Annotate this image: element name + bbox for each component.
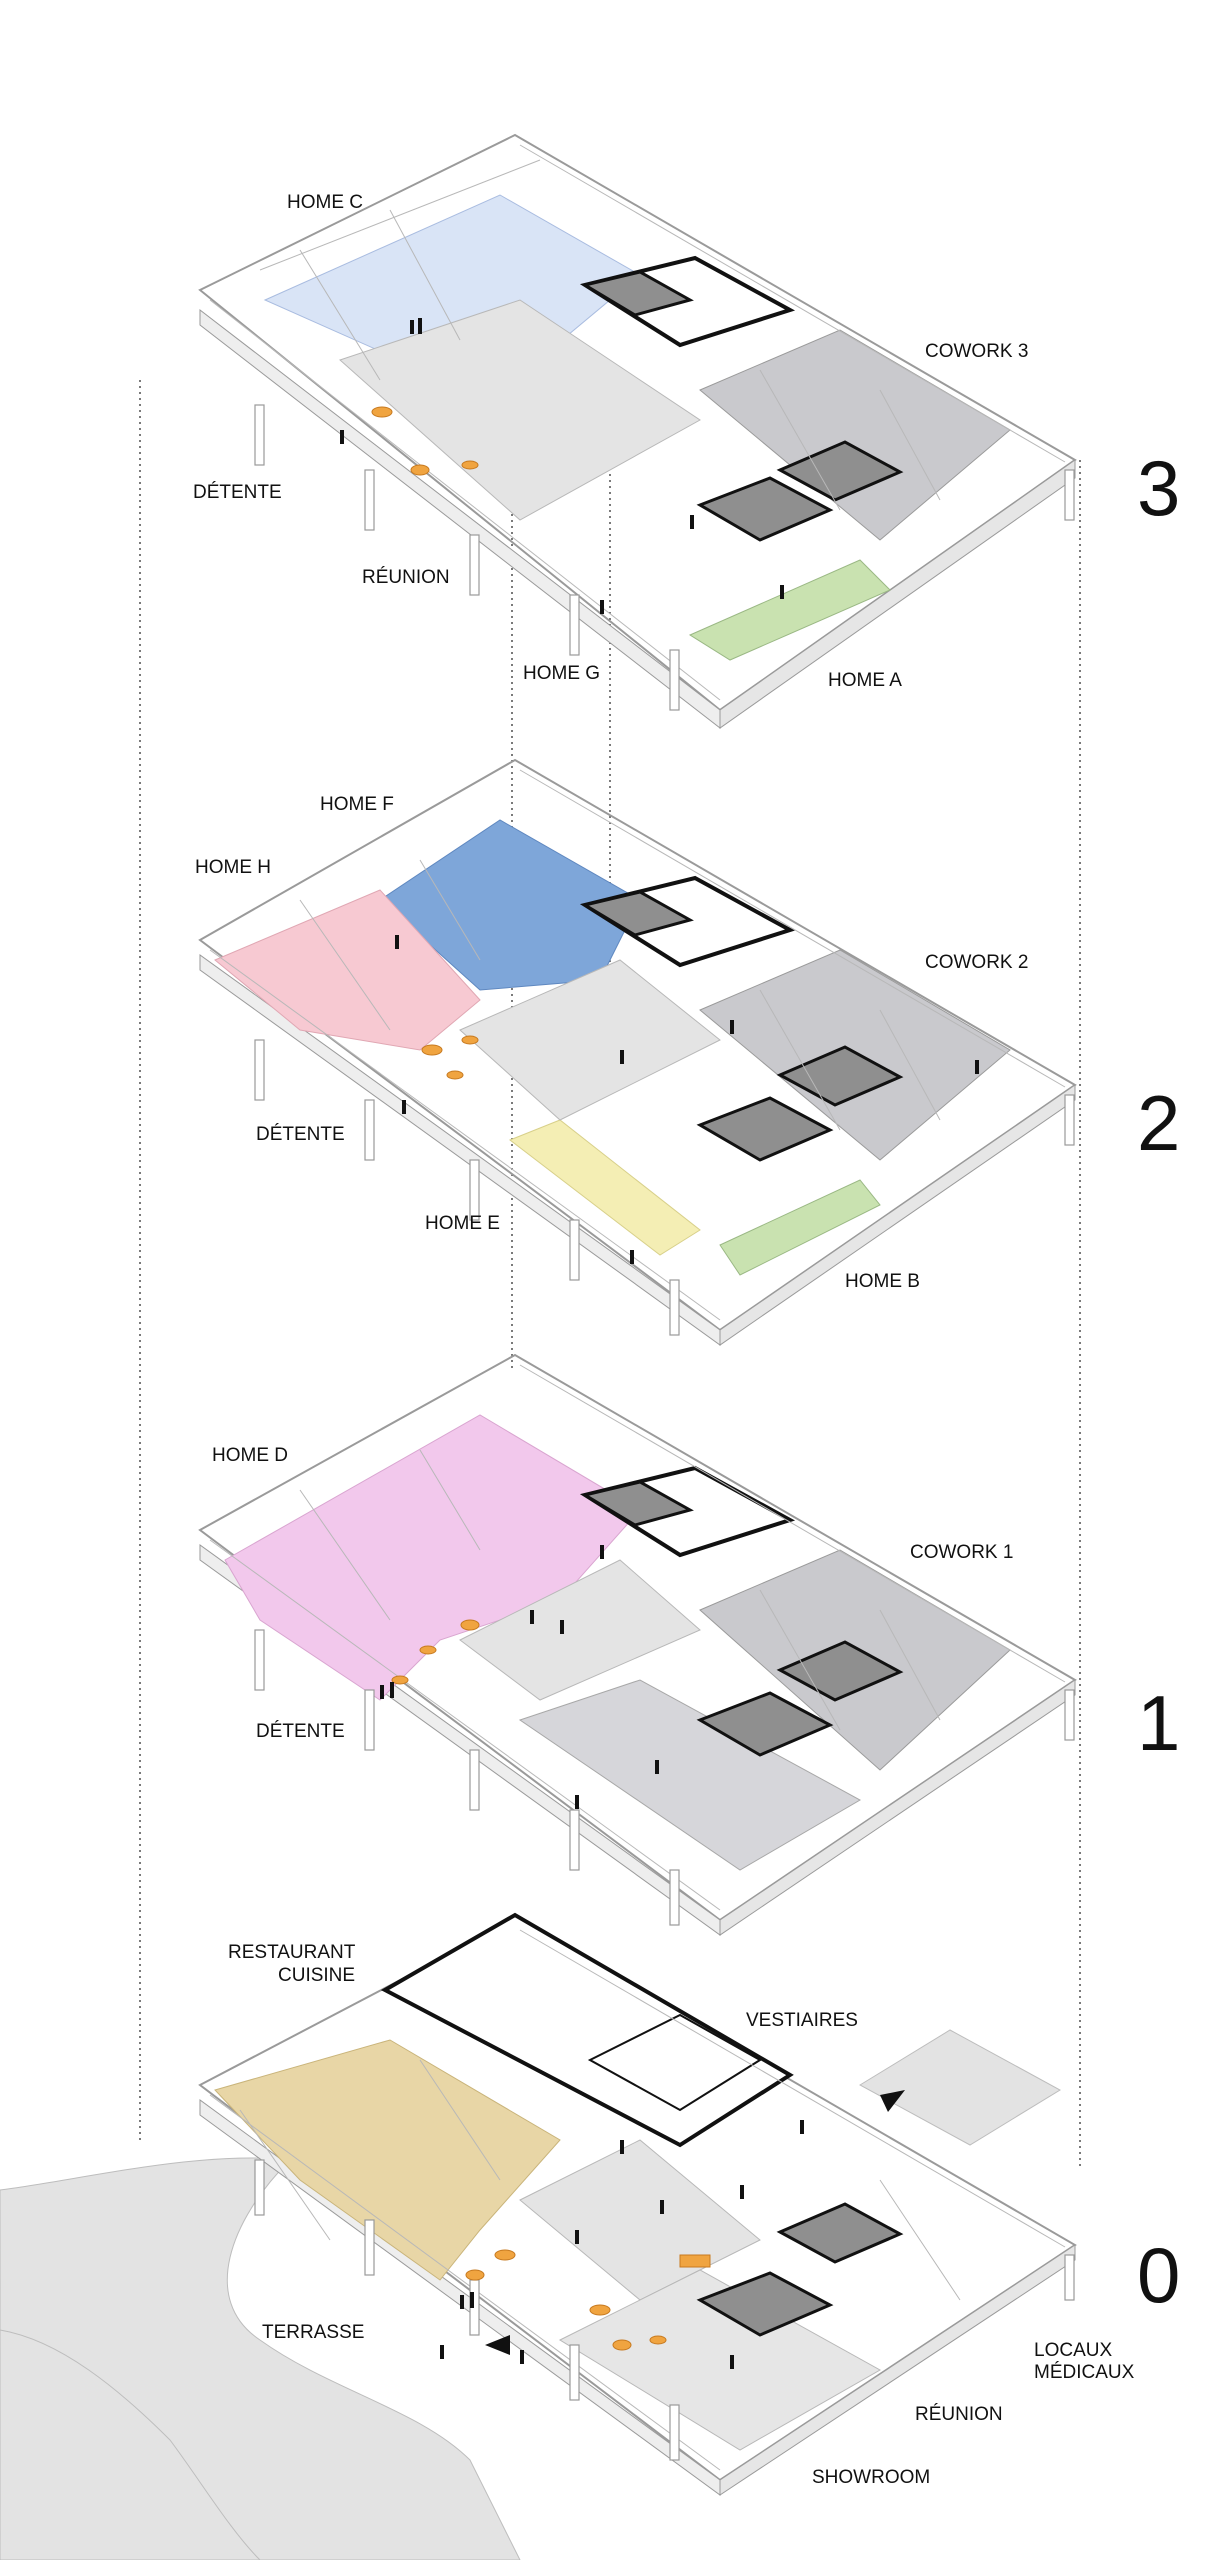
label-home-g: HOME G: [523, 663, 600, 684]
level-1-floor: [198, 1353, 1077, 1936]
level-0-ground: [0, 2029, 1061, 2560]
showroom-zone: [558, 2269, 882, 2451]
label-home-c: HOME C: [287, 192, 363, 213]
label-reunion-3: RÉUNION: [362, 567, 450, 588]
home-b-zone: [719, 1179, 881, 1276]
level-number-3: 3: [1137, 444, 1180, 532]
level-number-0: 0: [1137, 2231, 1180, 2319]
level-3-columns: [254, 404, 1075, 711]
level-3-floor: [198, 133, 1077, 730]
home-f-zone: [379, 819, 641, 991]
label-showroom: SHOWROOM: [812, 2467, 930, 2488]
level-3-people: [340, 318, 784, 614]
entrance-arrow-left: [485, 2335, 510, 2355]
level-1-glazing: [209, 1364, 1066, 1911]
alignment-lines: [139, 380, 1081, 2170]
label-restaurant: RESTAURANT: [228, 1942, 356, 1963]
label-cuisine: CUISINE: [278, 1965, 355, 1986]
core-dark-box-2: [581, 890, 694, 937]
stair-box-2a: [696, 1096, 834, 1162]
label-terrasse: TERRASSE: [262, 2322, 364, 2343]
kitchen-inner: [587, 2013, 762, 2112]
home-e-zone: [508, 1119, 701, 1256]
restaurant-zone: [214, 2039, 561, 2281]
label-cowork-3: COWORK 3: [925, 341, 1028, 362]
stair-box-0b: [776, 2202, 904, 2264]
level-3-furniture-orange: [371, 406, 479, 476]
level-2-columns: [254, 1039, 1075, 1336]
label-cowork-1: COWORK 1: [910, 1542, 1013, 1563]
level-0-people: [440, 2120, 804, 2369]
ground-landscape-right: [0, 2329, 261, 2560]
label-home-a: HOME A: [828, 670, 902, 691]
level-0-furniture-orange: [465, 2249, 711, 2351]
stair-box-2b: [776, 1045, 904, 1107]
stair-box-0a: [696, 2271, 834, 2337]
label-home-b: HOME B: [845, 1271, 920, 1292]
label-home-e: HOME E: [425, 1213, 500, 1234]
circulation-zone-2: [459, 959, 721, 1121]
label-home-f: HOME F: [320, 794, 394, 815]
stair-box-1a: [696, 1691, 834, 1757]
label-medicaux: MÉDICAUX: [1034, 2362, 1135, 2383]
entrance-ramp: [859, 2029, 1061, 2146]
label-home-h: HOME H: [195, 857, 271, 878]
label-vestiaires: VESTIAIRES: [746, 2010, 858, 2031]
level-3-glazing: [209, 144, 1066, 701]
stair-box-a: [696, 476, 834, 542]
label-home-d: HOME D: [212, 1445, 288, 1466]
label-detente-1: DÉTENTE: [256, 1721, 345, 1742]
level-2-people: [395, 935, 979, 1264]
level-2-glazing: [209, 769, 1066, 1321]
entrance-arrow-right: [880, 2090, 905, 2112]
label-detente-3: DÉTENTE: [193, 482, 282, 503]
home-h-zone: [214, 889, 481, 1051]
level-0-columns: [254, 2159, 1075, 2461]
level-0-glazing: [209, 1929, 1066, 2471]
label-cowork-2: COWORK 2: [925, 952, 1028, 973]
core-dark-box: [581, 270, 694, 317]
circulation-zone-1: [459, 1559, 701, 1701]
level-number-1: 1: [1137, 1679, 1180, 1767]
home-a-zone: [688, 559, 891, 661]
label-locaux: LOCAUX: [1034, 2340, 1112, 2361]
circulation-zone-0: [519, 2139, 761, 2301]
level-number-2: 2: [1137, 1079, 1180, 1167]
level-1-furniture-orange: [391, 1619, 480, 1685]
label-detente-2: DÉTENTE: [256, 1124, 345, 1145]
level-0-floor: [198, 1912, 1077, 2496]
label-reunion-0: RÉUNION: [915, 2404, 1003, 2425]
cowork-1-lower-zone: [518, 1679, 862, 1871]
stair-box-b: [776, 440, 904, 502]
core-dark-box-1: [581, 1480, 694, 1527]
circulation-zone: [339, 299, 701, 521]
level-1-people: [380, 1545, 659, 1809]
level-2-floor: [198, 758, 1077, 1346]
level-2-furniture-orange: [421, 1035, 479, 1080]
level-1-columns: [254, 1629, 1075, 1926]
